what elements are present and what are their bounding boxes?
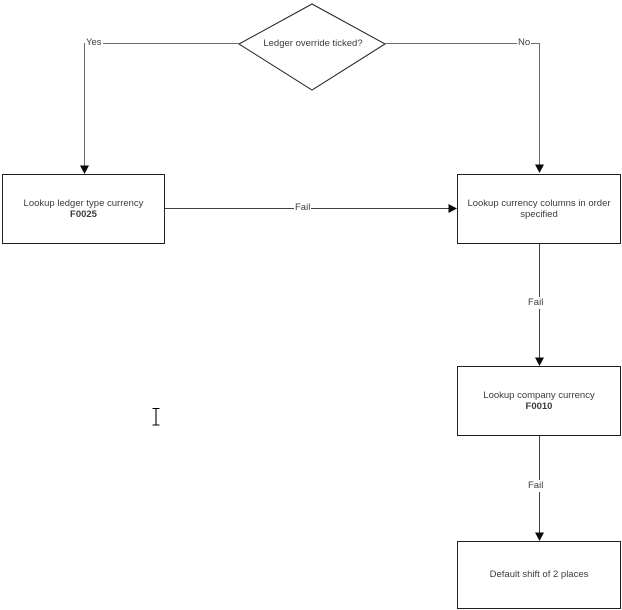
edge-no-arrowhead: [535, 164, 544, 173]
edge-yes-line: [84, 43, 239, 167]
edge-label-no: No: [517, 37, 532, 49]
node-text: Lookup company currency: [483, 389, 595, 401]
node-lookup-ledger-type-currency[interactable]: Lookup ledger type currency F0025: [2, 174, 165, 244]
decision-label: Ledger override ticked?: [263, 38, 363, 49]
edge-yes-arrowhead: [80, 165, 89, 174]
edge-label-yes: Yes: [85, 37, 103, 49]
node-text: Lookup currency columns in order: [467, 197, 611, 209]
node-default-shift[interactable]: Default shift of 2 places: [457, 541, 621, 609]
node-lookup-company-currency[interactable]: Lookup company currency F0010: [457, 366, 621, 436]
node-table-code: F0010: [525, 401, 553, 412]
edge-fail1-arrowhead: [448, 204, 457, 213]
node-lookup-currency-columns[interactable]: Lookup currency columns in order specifi…: [457, 174, 621, 244]
edge-fail3-arrowhead: [535, 532, 544, 541]
edge-label-fail-to-company: Fail: [527, 297, 545, 309]
node-text: specified: [520, 209, 558, 220]
node-text: Default shift of 2 places: [489, 569, 589, 581]
edge-label-fail-to-default: Fail: [527, 480, 545, 492]
edge-fail2-arrowhead: [535, 357, 544, 366]
text-ibeam-cursor: [152, 407, 160, 426]
node-text: Lookup ledger type currency: [23, 197, 144, 209]
node-table-code: F0025: [70, 209, 97, 220]
edge-label-fail-to-columns: Fail: [294, 202, 312, 214]
edge-no-line: [385, 43, 540, 166]
